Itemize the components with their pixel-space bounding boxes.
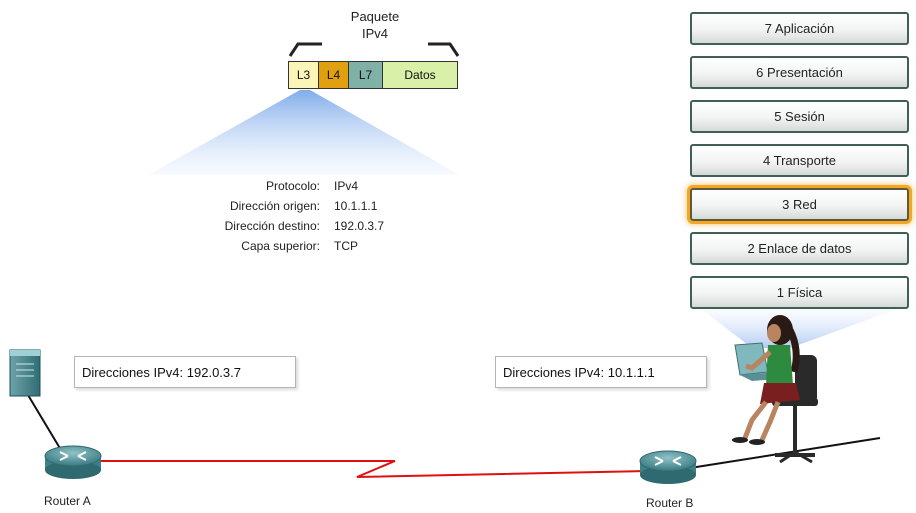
header-key: Protocolo: xyxy=(265,179,320,193)
address-box-server: Direcciones IPv4: 192.0.3.7 xyxy=(74,356,296,388)
header-row-destination: Dirección destino: 192.0.3.7 xyxy=(150,216,410,236)
osi-layer-5: 5 Sesión xyxy=(690,100,909,133)
packet-title: Paquete IPv4 xyxy=(330,8,420,42)
header-row-protocol: Protocolo: IPv4 xyxy=(150,176,410,196)
osi-layer-4: 4 Transporte xyxy=(690,144,909,177)
osi-cone xyxy=(700,308,900,348)
packet-segment-l3: L3 xyxy=(289,62,319,88)
user-at-computer-icon xyxy=(732,315,818,464)
router-b-label: Router B xyxy=(646,496,694,510)
header-key: Capa superior: xyxy=(241,239,320,253)
packet-segment-datos: Datos xyxy=(383,62,457,88)
packet-bracket xyxy=(288,42,460,57)
header-row-upper-layer: Capa superior: TCP xyxy=(150,236,410,256)
header-key: Dirección destino: xyxy=(224,219,320,233)
osi-layer-1: 1 Física xyxy=(690,276,909,309)
header-value: 10.1.1.1 xyxy=(334,199,378,213)
router-a-icon xyxy=(44,445,102,479)
address-box-host: Direcciones IPv4: 10.1.1.1 xyxy=(495,356,707,388)
packet-title-line1: Paquete xyxy=(350,9,400,24)
server-icon xyxy=(9,349,41,397)
header-value: TCP xyxy=(334,239,358,253)
router-a-label: Router A xyxy=(44,494,91,508)
packet-title-line2: IPv4 xyxy=(361,26,388,41)
osi-layer-7: 7 Aplicación xyxy=(690,12,909,45)
server-cable xyxy=(27,394,65,456)
packet-segment-l7: L7 xyxy=(349,62,383,88)
header-value: 192.0.3.7 xyxy=(334,219,385,233)
packet-strip: L3 L4 L7 Datos xyxy=(288,61,458,89)
packet-header-info: Protocolo: IPv4 Dirección origen: 10.1.1… xyxy=(150,176,410,256)
wan-link xyxy=(98,460,649,478)
header-row-source: Dirección origen: 10.1.1.1 xyxy=(150,196,410,216)
header-key: Dirección origen: xyxy=(229,199,320,213)
packet-cone xyxy=(148,90,460,175)
packet-segment-l4: L4 xyxy=(319,62,349,88)
osi-layer-2: 2 Enlace de datos xyxy=(690,232,909,265)
router-b-icon xyxy=(639,450,697,484)
osi-layer-6: 6 Presentación xyxy=(690,56,909,89)
header-value: IPv4 xyxy=(334,179,359,193)
osi-layer-3: 3 Red xyxy=(690,188,909,221)
